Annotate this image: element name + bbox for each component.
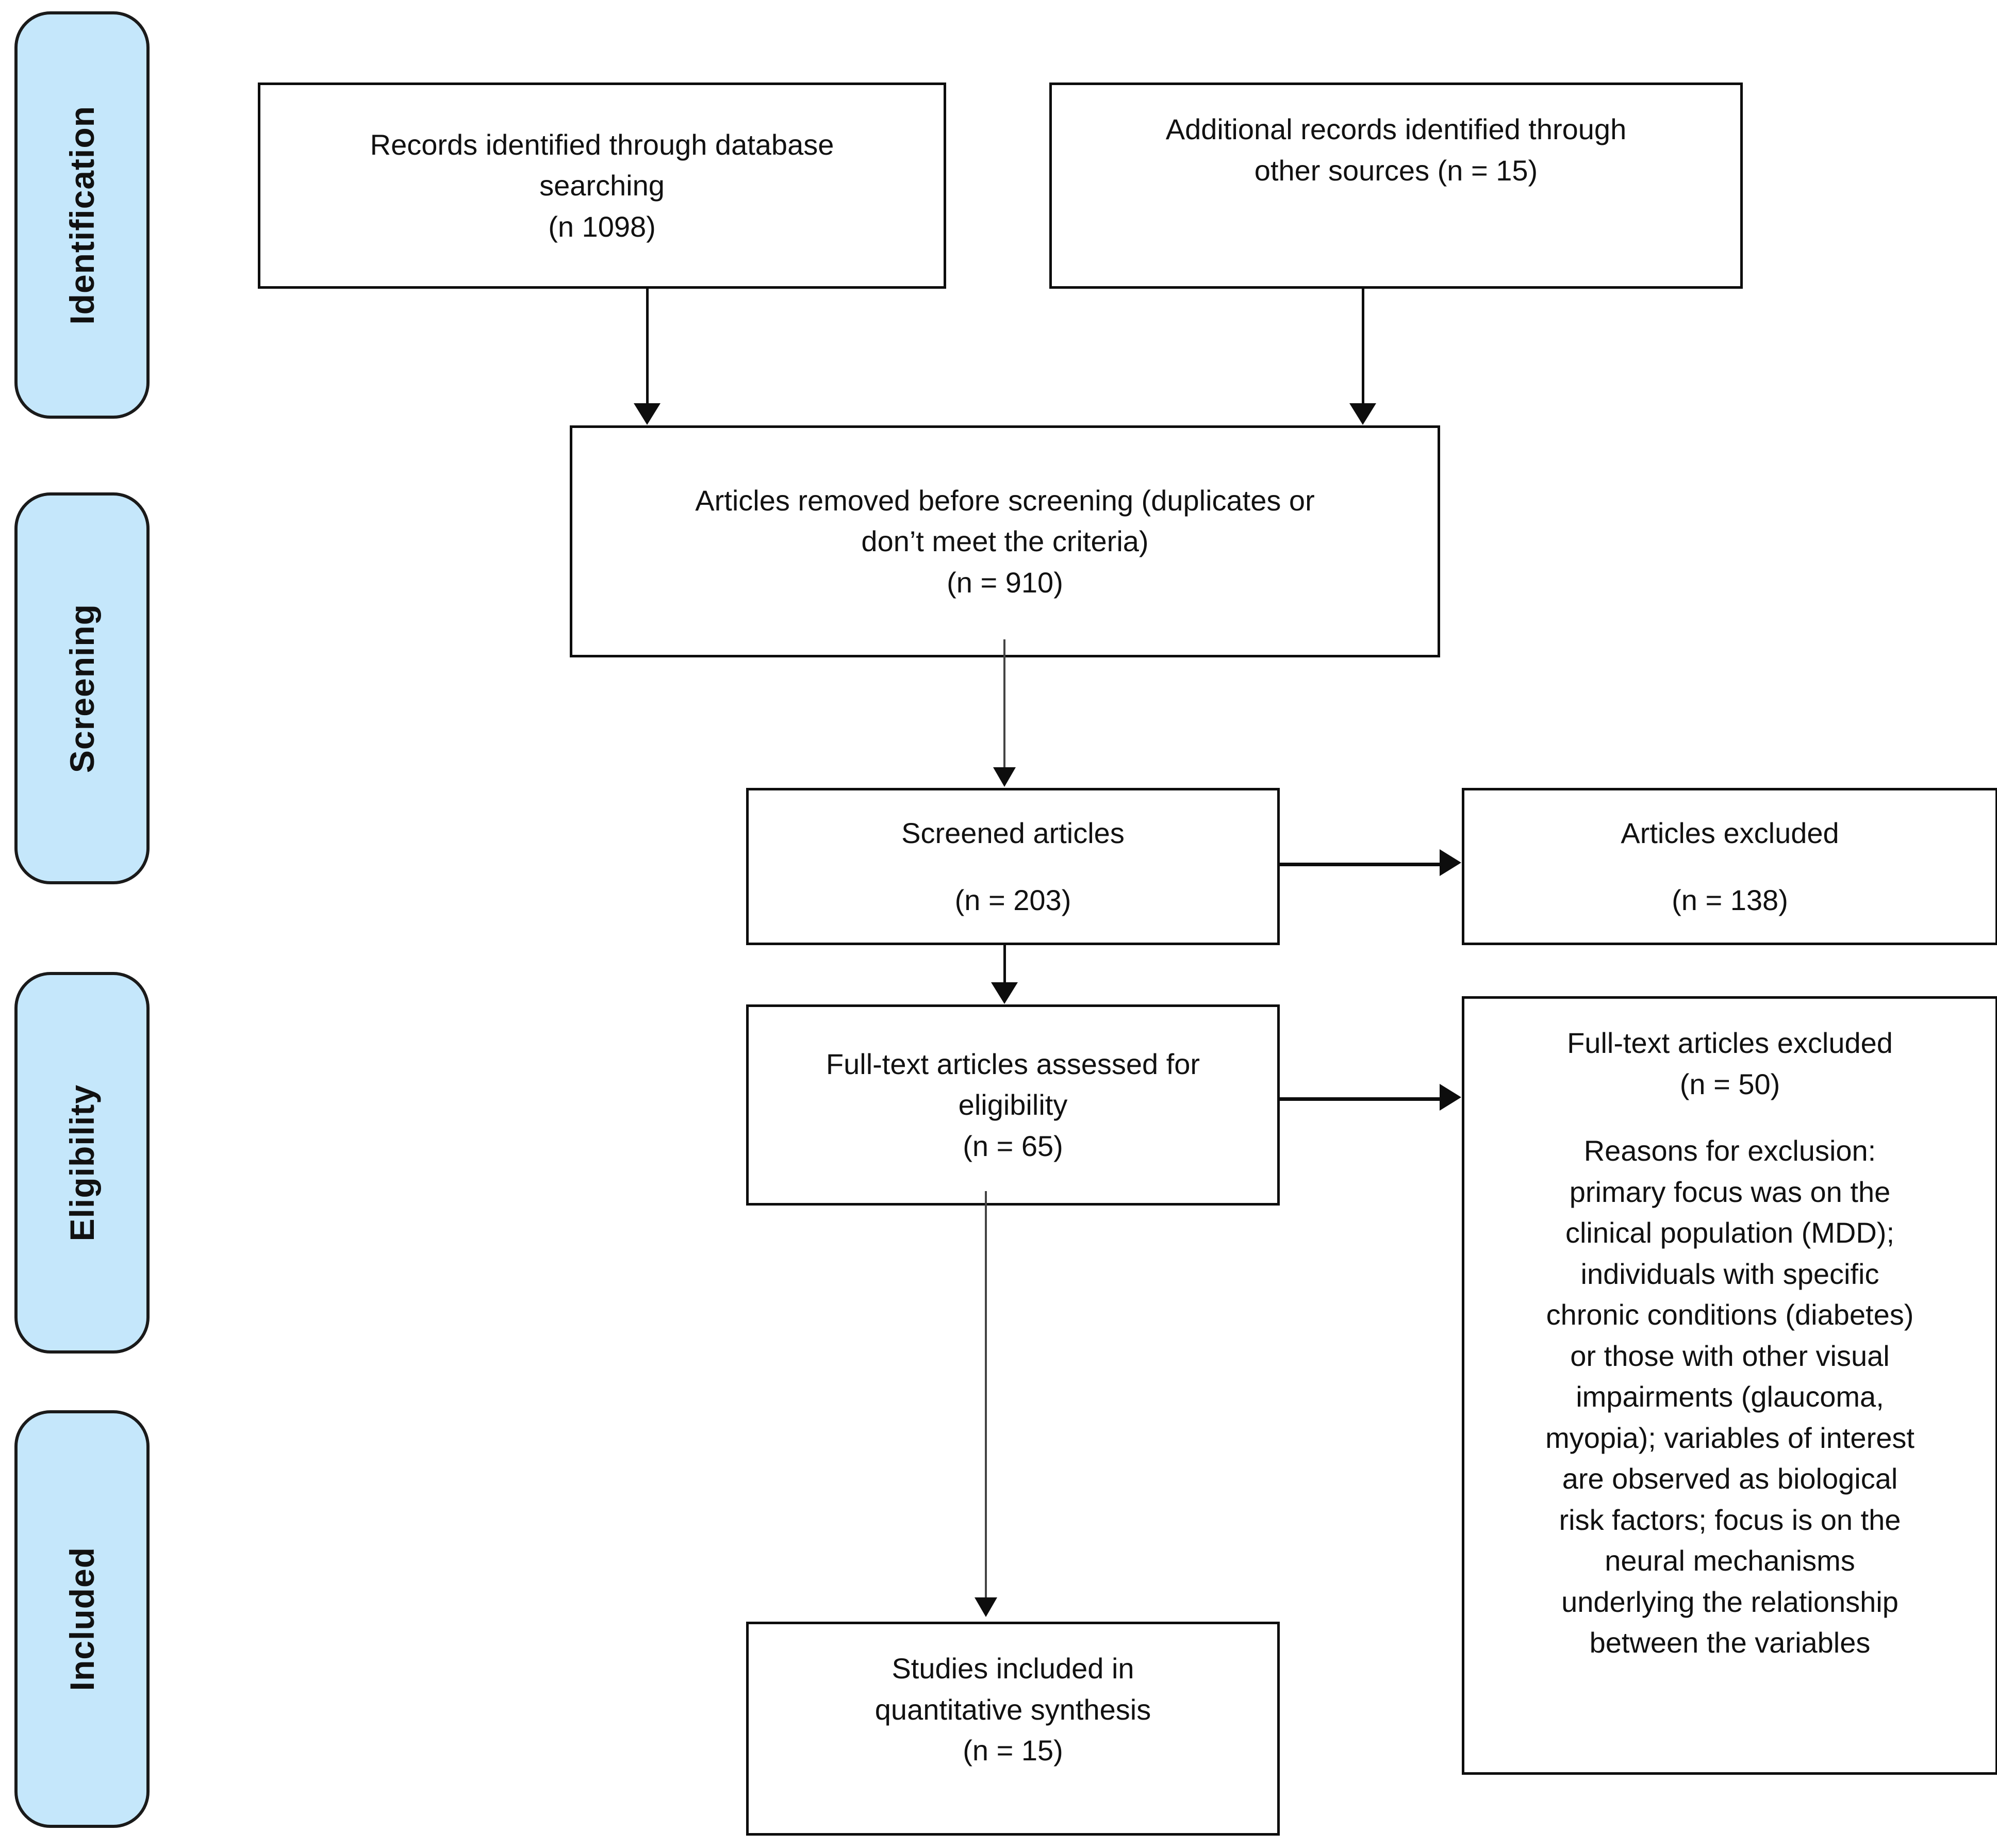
fulltext-assessed-line-1: Full-text articles assessed for (826, 1047, 1200, 1080)
stage-label-eligibility: Eligibility (63, 1084, 101, 1242)
fulltext-excluded-line-14: underlying the relationship (1561, 1585, 1899, 1618)
screened-line-1: Screened articles (901, 816, 1125, 849)
records-database-line-3: (n 1098) (548, 210, 656, 243)
arrowhead-removed-to-screened (993, 767, 1016, 787)
records-other-line-2: other sources (n = 15) (1254, 154, 1538, 187)
fulltext-excluded-line-7: chronic conditions (diabetes) (1546, 1298, 1914, 1331)
records-other-line-1: Additional records identified through (1165, 113, 1627, 145)
arrowhead-fulltext-to-studies-included (975, 1597, 997, 1617)
stage-label-screening: Screening (63, 603, 101, 773)
fulltext-excluded-line-13: neural mechanisms (1605, 1544, 1855, 1577)
removed-line-3: (n = 910) (947, 566, 1063, 599)
studies-included-line-3: (n = 15) (963, 1734, 1063, 1767)
fulltext-excluded-line-11: are observed as biological (1562, 1462, 1898, 1495)
stage-pill-eligibility: Eligibility (14, 972, 150, 1354)
fulltext-excluded-line-8: or those with other visual (1570, 1339, 1890, 1372)
connector-screened-to-excluded (1280, 863, 1441, 866)
connector-fulltext-to-studies-included (985, 1191, 987, 1604)
arrowhead-screened-to-excluded (1440, 849, 1461, 876)
connector-screened-to-fulltext (1003, 945, 1006, 986)
fulltext-excluded-line-9: impairments (glaucoma, (1576, 1380, 1884, 1413)
fulltext-excluded-line-6: individuals with specific (1580, 1257, 1879, 1290)
fulltext-excluded-line-1: Full-text articles excluded (1567, 1027, 1893, 1059)
connector-database-to-removed (646, 289, 649, 406)
records-database-line-1: Records identified through database (370, 128, 834, 161)
stage-pill-included: Included (14, 1410, 150, 1828)
removed-line-2: don’t meet the criteria) (861, 525, 1149, 558)
studies-included-line-1: Studies included in (892, 1652, 1134, 1685)
box-records-identified-database: Records identified through database sear… (258, 82, 946, 289)
articles-excluded-line-1: Articles excluded (1621, 816, 1839, 849)
stage-label-identification: Identification (63, 105, 101, 325)
fulltext-excluded-line-2: (n = 50) (1679, 1067, 1780, 1100)
fulltext-excluded-line-3: Reasons for exclusion: (1583, 1134, 1876, 1167)
box-studies-included: Studies included in quantitative synthes… (746, 1622, 1280, 1836)
fulltext-excluded-line-5: clinical population (MDD); (1565, 1216, 1894, 1249)
arrowhead-database-to-removed (634, 403, 661, 425)
box-fulltext-articles-assessed: Full-text articles assessed for eligibil… (746, 1004, 1280, 1206)
box-additional-records-other-sources: Additional records identified through ot… (1049, 82, 1743, 289)
arrowhead-fulltext-to-excluded (1440, 1084, 1461, 1111)
connector-other-sources-to-removed (1362, 289, 1364, 406)
articles-excluded-line-2: (n = 138) (1672, 883, 1788, 916)
box-articles-removed-before-screening: Articles removed before screening (dupli… (570, 425, 1440, 657)
screened-line-2: (n = 203) (954, 883, 1071, 916)
fulltext-assessed-line-3: (n = 65) (963, 1129, 1063, 1162)
fulltext-excluded-line-4: primary focus was on the (1569, 1175, 1891, 1208)
removed-line-1: Articles removed before screening (dupli… (695, 484, 1315, 517)
connector-fulltext-to-excluded (1280, 1097, 1441, 1101)
connector-removed-to-screened (1003, 639, 1005, 768)
stage-label-included: Included (63, 1547, 101, 1691)
box-articles-excluded: Articles excluded (n = 138) (1462, 788, 1997, 945)
box-fulltext-articles-excluded: Full-text articles excluded (n = 50) Rea… (1462, 996, 1997, 1775)
arrowhead-screened-to-fulltext (991, 982, 1018, 1004)
studies-included-line-2: quantitative synthesis (874, 1693, 1151, 1726)
stage-pill-screening: Screening (14, 492, 150, 884)
fulltext-excluded-line-10: myopia); variables of interest (1545, 1421, 1915, 1454)
fulltext-excluded-line-12: risk factors; focus is on the (1559, 1503, 1901, 1536)
records-database-line-2: searching (539, 169, 665, 202)
arrowhead-other-sources-to-removed (1349, 403, 1376, 425)
fulltext-assessed-line-2: eligibility (958, 1088, 1068, 1121)
box-screened-articles: Screened articles (n = 203) (746, 788, 1280, 945)
fulltext-excluded-line-15: between the variables (1589, 1626, 1871, 1659)
stage-pill-identification: Identification (14, 11, 150, 419)
